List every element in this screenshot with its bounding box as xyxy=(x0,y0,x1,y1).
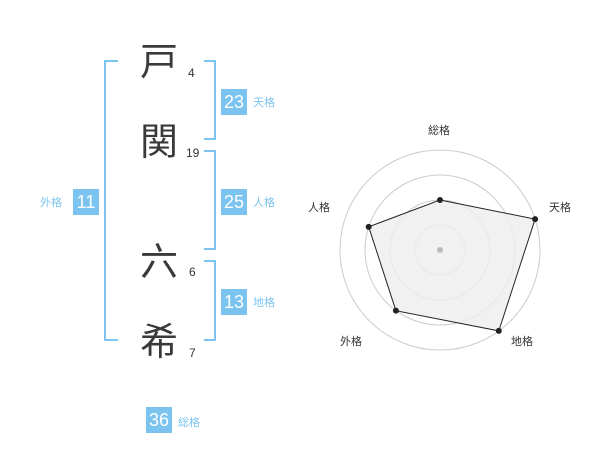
radar-polygon xyxy=(368,199,536,332)
stroke-count-4: 7 xyxy=(189,346,196,360)
stroke-count-2: 19 xyxy=(186,146,200,160)
tenkaku-bracket xyxy=(204,60,216,140)
chikaku-label: 地格 xyxy=(253,296,275,309)
radar-label-chikaku: 地格 xyxy=(511,335,533,348)
soukaku-value: 36 xyxy=(146,407,172,433)
radar-center xyxy=(437,247,443,253)
stroke-count-3: 6 xyxy=(189,265,196,279)
name-char-3: 六 xyxy=(139,240,178,284)
radar-label-tenkaku: 天格 xyxy=(549,201,571,214)
radar-point-3 xyxy=(495,327,502,334)
radar-point-4 xyxy=(392,307,399,314)
radar-ring-4 xyxy=(339,149,541,351)
name-char-1: 戸 xyxy=(139,40,178,84)
tenkaku-label: 天格 xyxy=(253,96,275,109)
radar-point-5 xyxy=(365,223,372,230)
radar-point-1 xyxy=(437,197,443,203)
soukaku-label: 総格 xyxy=(178,416,200,429)
radar-points xyxy=(365,197,539,334)
chikaku-value: 13 xyxy=(221,289,247,315)
gaikaku-label: 外格 xyxy=(40,196,62,209)
tenkaku-value: 23 xyxy=(221,89,247,115)
jinkaku-label: 人格 xyxy=(253,196,275,209)
radar-point-2 xyxy=(532,216,539,223)
radar-label-jinkaku: 人格 xyxy=(308,201,330,214)
stroke-count-1: 4 xyxy=(188,66,195,80)
jinkaku-bracket xyxy=(204,150,216,250)
name-char-4: 希 xyxy=(139,320,178,364)
radar-label-soukaku: 総格 xyxy=(428,124,450,137)
jinkaku-value: 25 xyxy=(221,189,247,215)
gaikaku-bracket xyxy=(104,60,118,341)
gaikaku-value: 11 xyxy=(73,189,99,215)
name-char-2: 関 xyxy=(139,120,178,164)
chikaku-bracket xyxy=(204,260,216,341)
radar-label-gaikaku: 外格 xyxy=(340,335,362,348)
